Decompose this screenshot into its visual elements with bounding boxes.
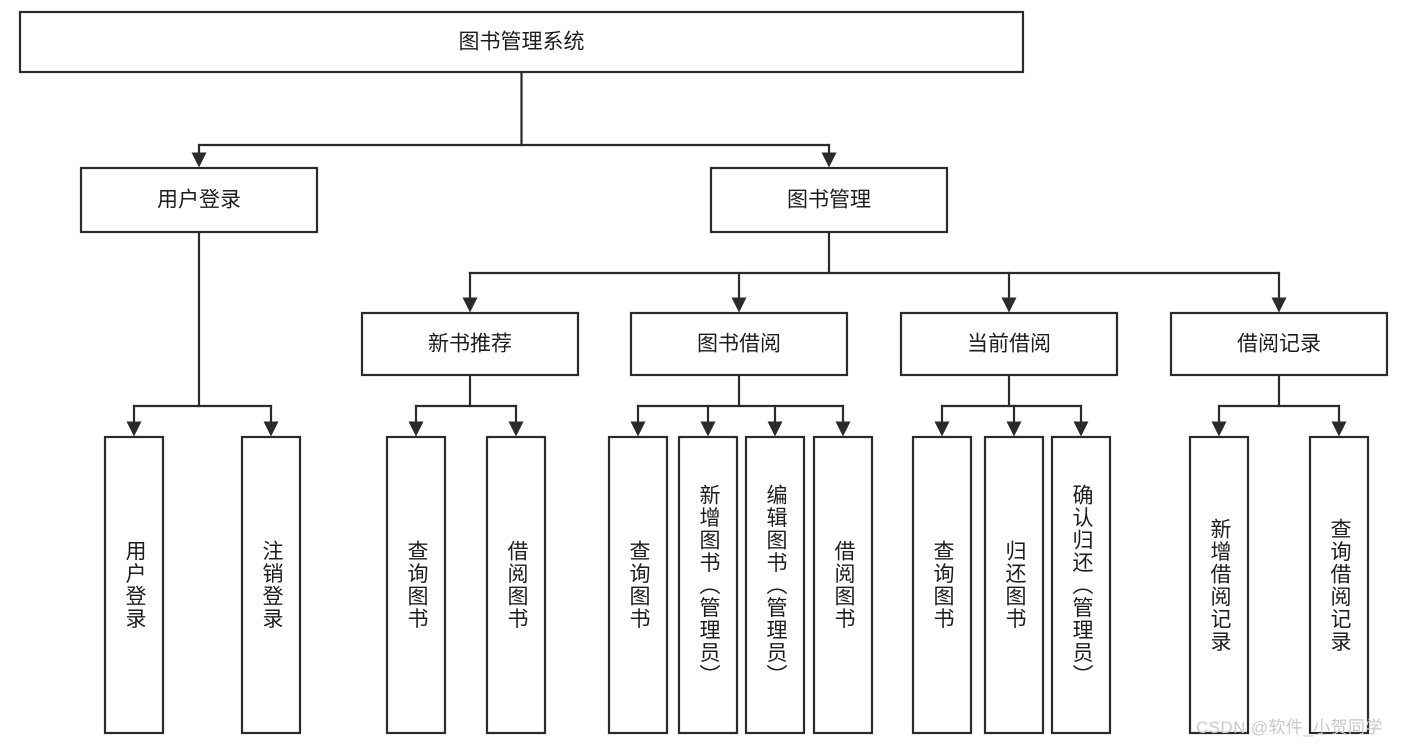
arrow-head-icon [1001,297,1017,313]
csdn-watermark: CSDN @软件_小贺同学 [1196,718,1383,737]
node-label: 图书借阅 [697,333,781,356]
node-root-图书管理系统[interactable]: 图书管理系统 [18,10,1025,74]
connector-lines [126,70,1347,437]
node-label: 当前借阅 [967,333,1051,356]
arrow-head-icon [630,421,646,437]
arrow-head-icon [700,421,716,437]
node-label: 借阅记录 [1237,333,1321,356]
arrow-head-icon [1271,297,1287,313]
node-leaf-10[interactable] [1050,435,1112,735]
node-level3-2[interactable]: 当前借阅 [899,311,1119,377]
node-leaf-4[interactable] [607,435,669,735]
node-label: 新书推荐 [428,333,512,356]
arrow-head-icon [731,297,747,313]
node-leaf-0[interactable] [103,435,165,735]
node-leaf-1[interactable] [240,435,302,735]
node-level2-0[interactable]: 用户登录 [79,166,319,234]
node-leaf-3[interactable] [485,435,547,735]
node-label: 用户登录 [157,189,241,212]
node-leaf-11[interactable] [1188,435,1250,735]
arrow-head-icon [408,421,424,437]
node-leaf-7[interactable] [812,435,874,735]
arrow-head-icon [1211,421,1227,437]
arrow-head-icon [1006,421,1022,437]
arrow-head-icon [821,152,837,168]
node-leaf-6[interactable] [744,435,806,735]
node-leaf-9[interactable] [983,435,1045,735]
node-label: 图书管理 [787,189,871,212]
arrow-head-icon [934,421,950,437]
arrow-head-icon [508,421,524,437]
arrow-head-icon [191,152,207,168]
node-level3-0[interactable]: 新书推荐 [360,311,580,377]
arrow-head-icon [263,421,279,437]
arrow-head-icon [767,421,783,437]
node-leaf-5[interactable] [677,435,739,735]
node-level3-1[interactable]: 图书借阅 [629,311,849,377]
arrow-head-icon [126,421,142,437]
arrow-head-icon [1073,421,1089,437]
node-leaf-12[interactable] [1308,435,1370,735]
node-leaf-8[interactable] [911,435,973,735]
arrow-head-icon [835,421,851,437]
node-level2-1[interactable]: 图书管理 [709,166,949,234]
node-label: 图书管理系统 [459,31,585,54]
arrow-head-icon [1331,421,1347,437]
arrow-head-icon [462,297,478,313]
node-level3-3[interactable]: 借阅记录 [1169,311,1389,377]
node-leaf-2[interactable] [385,435,447,735]
